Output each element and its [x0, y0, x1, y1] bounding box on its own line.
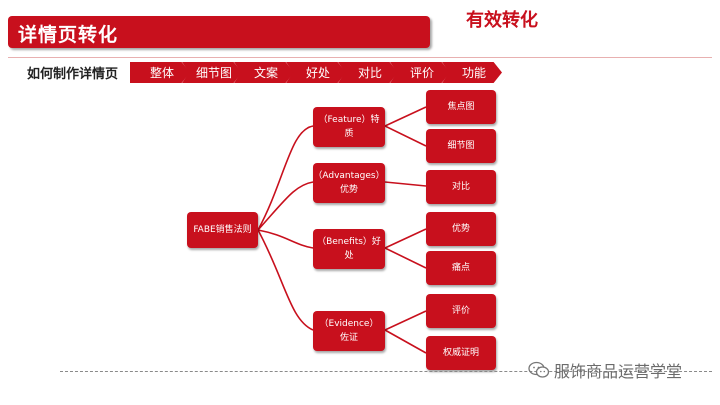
step-chevron-1: 整体 — [130, 62, 190, 83]
wechat-icon — [528, 361, 550, 378]
leaf-node: 焦点图 — [426, 90, 496, 124]
connector-feature-leaf2 — [384, 125, 427, 147]
leaf-node: 细节图 — [426, 129, 496, 163]
branch-node-benefits: （Benefits）好处 — [313, 229, 385, 269]
connector-root-feature — [257, 125, 314, 231]
step-chevron-3: 文案 — [234, 62, 294, 83]
step-chevron-7: 功能 — [442, 62, 502, 83]
divider — [8, 57, 712, 58]
leaf-node: 对比 — [426, 170, 496, 204]
branch-node-feature: （Feature）特质 — [313, 107, 385, 147]
connector-benefits-leaf2 — [384, 247, 427, 269]
leaf-node: 权威证明 — [426, 336, 496, 370]
step-label: 好处 — [305, 66, 330, 80]
step-chevron-4: 好处 — [286, 62, 346, 83]
step-label: 评价 — [409, 66, 434, 80]
connector-evidence-leaf1 — [384, 310, 427, 331]
section-title: 有效转化 — [466, 10, 538, 31]
branch-node-evidence: （Evidence）佐证 — [313, 311, 385, 351]
watermark-text: 服饰商品运营学堂 — [554, 362, 683, 381]
step-chevron-5: 对比 — [338, 62, 398, 83]
title-banner: 详情页转化 — [8, 16, 430, 48]
connector-root-benefits — [257, 229, 314, 249]
connector-feature-leaf1 — [384, 106, 427, 127]
connector-evidence-leaf2 — [384, 329, 427, 354]
footer-divider — [60, 371, 712, 372]
step-label: 功能 — [461, 66, 486, 80]
leaf-node: 评价 — [426, 294, 496, 328]
step-label: 整体 — [149, 66, 174, 80]
connector-root-advantages — [257, 181, 314, 231]
connector-advantages-leaf1 — [384, 181, 427, 187]
step-label: 文案 — [253, 66, 278, 80]
root-node: FABE销售法则 — [187, 212, 258, 248]
leaf-node: 痛点 — [426, 251, 496, 285]
step-chevron-2: 细节图 — [182, 62, 242, 83]
step-label: 细节图 — [195, 66, 232, 80]
connector-benefits-leaf1 — [384, 228, 427, 249]
steps-label: 如何制作详情页 — [27, 67, 119, 82]
page-title: 详情页转化 — [18, 24, 119, 46]
step-chevron-6: 评价 — [390, 62, 450, 83]
branch-node-advantages: （Advantages）优势 — [313, 163, 385, 203]
leaf-node: 优势 — [426, 212, 496, 246]
watermark: 服饰商品运营学堂 — [528, 358, 682, 382]
step-label: 对比 — [357, 66, 382, 80]
connector-root-evidence — [257, 229, 314, 331]
